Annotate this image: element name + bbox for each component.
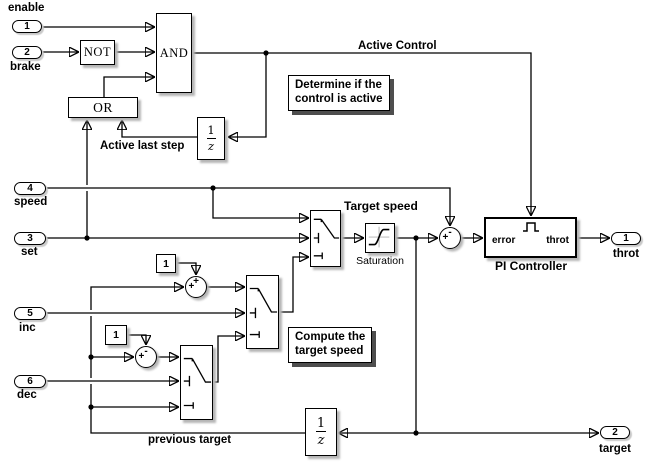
- pi-output-port-label: throt: [546, 235, 569, 246]
- wire-delay-to-or[interactable]: [122, 121, 197, 138]
- inport-label-enable: enable: [8, 2, 45, 14]
- active-last-step-label: Active last step: [100, 140, 185, 152]
- inport-enable-number: 1: [24, 21, 30, 32]
- inport-dec[interactable]: 6: [14, 375, 46, 388]
- constant-inc-block[interactable]: 1: [156, 254, 176, 273]
- switch-set-block[interactable]: [310, 210, 341, 267]
- junction-dot: [413, 235, 419, 241]
- previous-target-label: previous target: [148, 434, 232, 446]
- delay-numerator: 1: [316, 416, 326, 431]
- inport-label-brake: brake: [10, 61, 41, 73]
- sum-sign-left: +: [138, 351, 145, 362]
- sum-increment-block[interactable]: + +: [185, 276, 207, 298]
- constant-dec-block[interactable]: 1: [105, 325, 127, 345]
- inport-dec-number: 6: [27, 376, 33, 387]
- annotation-compute-line1: Compute the: [295, 331, 366, 343]
- switch-icon: [313, 218, 340, 260]
- outport-label-throt: throt: [612, 248, 640, 260]
- outport-throt[interactable]: 1: [611, 232, 641, 245]
- unit-delay-icon: 1 z: [206, 123, 216, 153]
- and-gate-block[interactable]: AND: [156, 13, 192, 93]
- or-gate-block[interactable]: OR: [68, 97, 138, 118]
- junction-dot: [263, 50, 269, 56]
- sum-sign-left: +: [442, 232, 449, 243]
- outport-label-target: target: [599, 443, 631, 455]
- or-gate-label: OR: [93, 99, 113, 115]
- inport-inc[interactable]: 5: [14, 307, 46, 320]
- wire-active-to-delay[interactable]: [229, 53, 267, 137]
- pi-controller-name: PI Controller: [494, 259, 568, 273]
- wire-speed-to-sum[interactable]: [47, 187, 450, 225]
- unit-delay-active-block[interactable]: 1 z: [197, 117, 225, 160]
- inport-set-number: 3: [27, 233, 33, 244]
- and-gate-label: AND: [159, 45, 189, 60]
- sum-sign-left: +: [188, 281, 195, 292]
- sum-sign-top: +: [193, 276, 199, 287]
- wire-const2-to-sum[interactable]: [127, 334, 146, 344]
- inport-speed[interactable]: 4: [14, 182, 46, 195]
- pi-input-port-label: error: [492, 235, 516, 246]
- target-speed-label: Target speed: [344, 199, 418, 213]
- sum-sign-top: -: [144, 346, 148, 357]
- outport-target[interactable]: 2: [600, 426, 630, 439]
- pi-controller-block[interactable]: error throt: [484, 217, 577, 258]
- inport-label-set: set: [21, 246, 38, 258]
- wire-or-to-and[interactable]: [103, 77, 154, 97]
- inport-brake[interactable]: 2: [12, 46, 42, 59]
- annotation-compute[interactable]: Compute the target speed: [288, 327, 373, 363]
- inport-label-dec: dec: [17, 389, 37, 401]
- sum-sign-top: -: [448, 227, 452, 238]
- annotation-compute-line2: target speed: [295, 345, 364, 358]
- junction-dot: [210, 185, 216, 191]
- wire-switchb-to-switcha[interactable]: [279, 257, 308, 313]
- unit-delay-icon: 1 z: [316, 417, 326, 447]
- switch-inc-block[interactable]: [246, 275, 279, 349]
- delay-denominator: z: [317, 433, 325, 448]
- sum-decrement-block[interactable]: - +: [135, 346, 157, 368]
- junction-dot: [88, 354, 94, 360]
- annotation-determine-line2: control is active: [295, 93, 383, 106]
- annotation-determine[interactable]: Determine if the control is active: [288, 75, 390, 111]
- annotation-determine-line1: Determine if the: [295, 79, 382, 91]
- junction-dot: [88, 404, 94, 410]
- inport-set[interactable]: 3: [14, 232, 46, 245]
- constant-dec-value: 1: [113, 329, 119, 341]
- saturation-icon: [368, 226, 390, 248]
- wire-previous-target-feedback[interactable]: [90, 287, 305, 434]
- switch-icon: [249, 287, 278, 338]
- inport-speed-number: 4: [27, 183, 33, 194]
- inport-label-speed: speed: [14, 196, 48, 208]
- not-gate-label: NOT: [83, 45, 112, 59]
- active-control-label: Active Control: [358, 40, 437, 52]
- switch-icon: [183, 357, 212, 409]
- junction-dot: [84, 235, 90, 241]
- trigger-icon: [522, 222, 539, 232]
- junction-dot: [413, 430, 419, 436]
- inport-inc-number: 5: [27, 308, 33, 319]
- wire-switchc-to-switchb[interactable]: [213, 336, 244, 383]
- outport-throt-number: 1: [623, 233, 629, 244]
- saturation-block[interactable]: [365, 223, 395, 253]
- not-gate-block[interactable]: NOT: [80, 40, 115, 65]
- wire-const1-to-sum[interactable]: [176, 262, 196, 274]
- switch-dec-block[interactable]: [180, 345, 213, 420]
- inport-label-inc: inc: [19, 322, 36, 334]
- wire-speed-to-switch[interactable]: [212, 188, 308, 218]
- saturation-name: Saturation: [356, 255, 404, 267]
- inport-brake-number: 2: [24, 47, 30, 58]
- inport-enable[interactable]: 1: [12, 20, 42, 33]
- wire-active-control[interactable]: [192, 52, 531, 215]
- unit-delay-previous-block[interactable]: 1 z: [305, 408, 337, 456]
- sum-error-block[interactable]: - +: [439, 227, 461, 249]
- outport-target-number: 2: [612, 427, 618, 438]
- constant-inc-value: 1: [163, 257, 169, 270]
- delay-numerator: 1: [207, 123, 215, 137]
- delay-denominator: z: [207, 138, 215, 153]
